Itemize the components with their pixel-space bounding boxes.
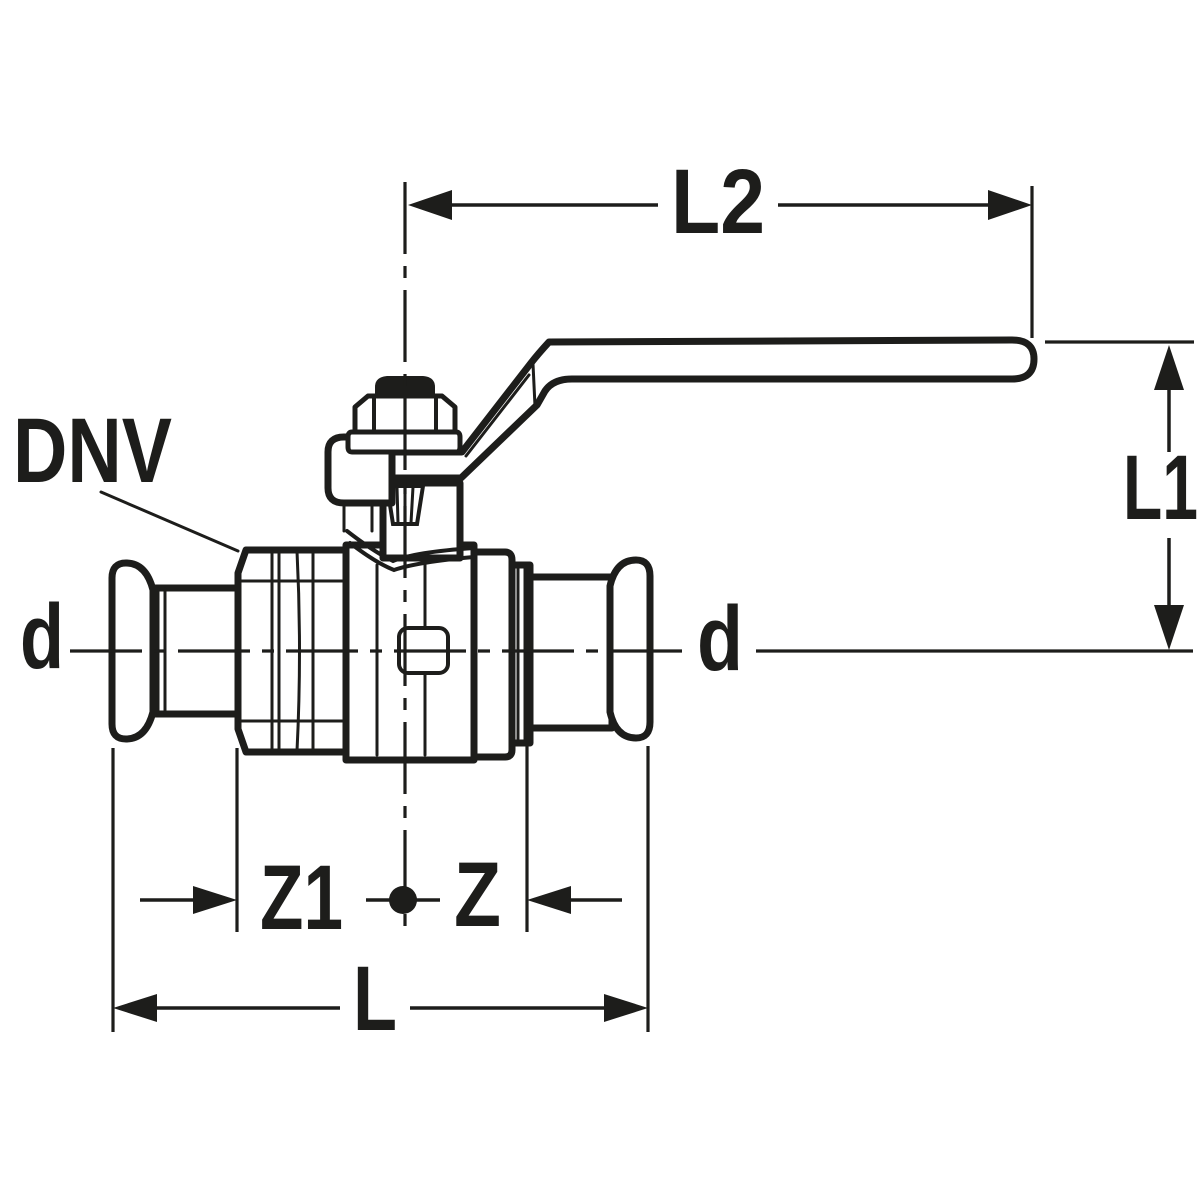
label-dnv: DNV — [13, 400, 172, 502]
dimension-l1 — [1045, 340, 1194, 650]
label-d-left: d — [20, 586, 64, 688]
shoulder-arc-upper — [345, 529, 476, 564]
right-step-outer — [470, 548, 516, 761]
label-l1: L1 — [1123, 437, 1198, 539]
label-l2: L2 — [671, 151, 765, 253]
handle-fold-line — [531, 362, 537, 408]
z-arrow-icon — [527, 886, 571, 914]
l1-arrow-down-icon — [1154, 605, 1184, 650]
dimension-l2 — [408, 186, 1034, 338]
label-l: L — [353, 948, 397, 1050]
l1-arrow-up-icon — [1154, 345, 1184, 390]
dnv-leader-line — [99, 490, 240, 553]
hex-nut-facets — [372, 395, 438, 434]
center-dot — [389, 886, 417, 914]
shoulder-arc-lower — [348, 541, 476, 573]
l-arrow-right-icon — [604, 994, 648, 1022]
l2-arrow-right-icon — [988, 190, 1032, 220]
l-arrow-left-icon — [113, 994, 157, 1022]
z1-arrow-icon — [193, 886, 237, 914]
dimension-z1-z — [140, 745, 622, 932]
label-z: Z — [454, 844, 501, 946]
dimension-l — [111, 746, 650, 1032]
label-d-right: d — [697, 588, 743, 690]
valve-body — [108, 336, 1038, 764]
handle-lever — [379, 336, 1038, 482]
right-press-end — [606, 556, 654, 742]
label-z1: Z1 — [260, 847, 343, 949]
l2-arrow-left-icon — [408, 190, 452, 220]
handle-arm-seam — [464, 373, 531, 458]
